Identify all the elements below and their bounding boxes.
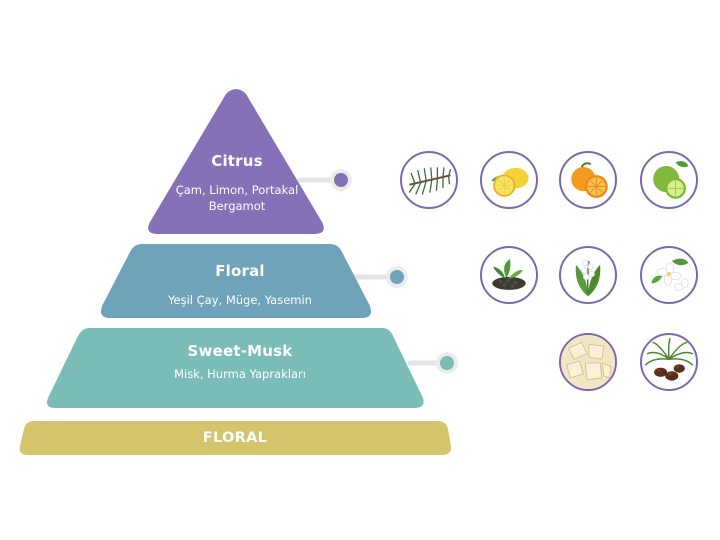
connector-top <box>297 169 352 191</box>
tier-top-title: Citrus <box>211 152 263 170</box>
connector-bottom <box>407 352 458 374</box>
musk-icon <box>559 333 617 391</box>
tier-top-notes-line2: Bergamot <box>208 199 266 214</box>
lily-of-the-valley-icon <box>559 246 617 304</box>
tier-bottom-text: Sweet-Musk Misk, Hurma Yaprakları <box>100 342 380 381</box>
pyramid-tier-middle <box>101 244 371 318</box>
pyramid-tier-top <box>148 89 324 234</box>
date-palm-icon <box>640 333 698 391</box>
tier-top-notes-line1: Çam, Limon, Portakal <box>175 182 299 197</box>
tier-bottom-title: Sweet-Musk <box>187 342 293 360</box>
tier-middle-notes: Yeşil Çay, Müge, Yasemin <box>168 292 312 307</box>
tier-middle-title: Floral <box>215 262 265 280</box>
pyramid-base <box>19 421 452 455</box>
lemon-icon <box>480 151 538 209</box>
pine-icon <box>400 151 458 209</box>
tier-top-text: Citrus Çam, Limon, Portakal Bergamot <box>170 152 304 214</box>
tier-bottom-notes: Misk, Hurma Yaprakları <box>174 366 306 381</box>
pyramid-base-label: FLORAL <box>202 430 268 446</box>
connector-middle <box>352 266 408 288</box>
orange-icon <box>559 151 617 209</box>
pyramid-tier-bottom <box>47 328 424 408</box>
bergamot-icon <box>640 151 698 209</box>
green-tea-icon <box>480 246 538 304</box>
jasmine-icon <box>640 246 698 304</box>
tier-middle-text: Floral Yeşil Çay, Müge, Yasemin <box>140 262 340 307</box>
